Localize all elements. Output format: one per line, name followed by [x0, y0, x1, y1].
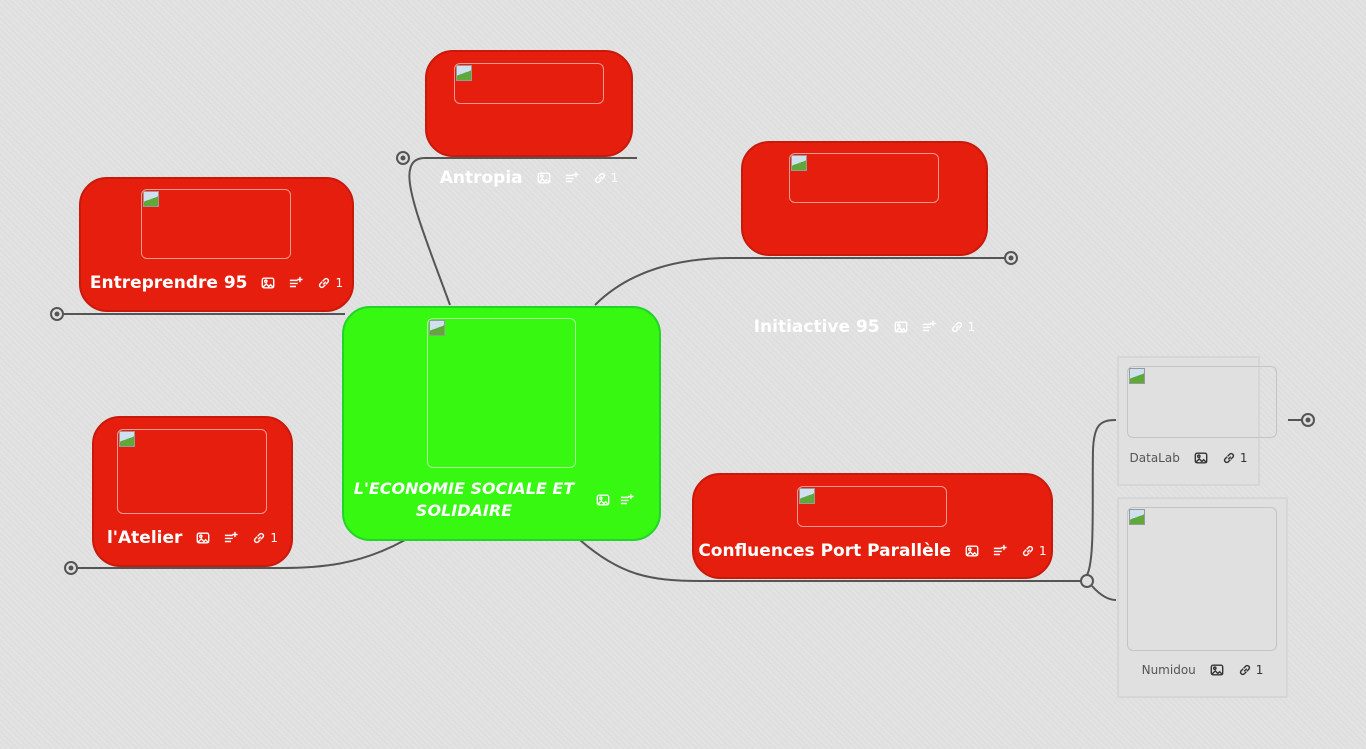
node-confluences-port-parallele[interactable]: Confluences Port Parallèle 1 — [692, 473, 1053, 579]
node-footer: l'Atelier 1 — [94, 528, 291, 548]
node-central-topic[interactable]: L'ECONOMIE SOCIALE ET SOLIDAIRE — [342, 306, 661, 541]
node-initiactive-95[interactable]: Initiactive 95 1 — [741, 141, 988, 337]
image-icon[interactable] — [1194, 451, 1208, 465]
collapse-toggle-confluences — [1080, 574, 1094, 588]
node-label[interactable]: L'ECONOMIE SOCIALE ET SOLIDAIRE — [353, 479, 575, 520]
node-footer: Initiactive 95 1 — [743, 317, 986, 337]
node-label[interactable]: Numidou — [1141, 663, 1196, 677]
node-l-atelier[interactable]: l'Atelier 1 — [92, 416, 293, 567]
image-icon[interactable] — [1210, 663, 1224, 677]
node-entreprendre-95[interactable]: Entreprendre 95 1 — [79, 177, 354, 312]
link-count: 1 — [270, 531, 279, 545]
link-icon[interactable]: 1 — [950, 320, 976, 334]
notes-icon[interactable] — [620, 493, 634, 507]
node-footer: L'ECONOMIE SOCIALE ET SOLIDAIRE — [344, 478, 659, 522]
notes-icon[interactable] — [922, 320, 936, 334]
node-label[interactable]: DataLab — [1129, 451, 1180, 465]
link-confluences — [579, 539, 1081, 582]
node-datalab[interactable]: DataLab 1 — [1117, 356, 1277, 486]
node-footer: Confluences Port Parallèle 1 — [694, 541, 1051, 561]
link-icon[interactable]: 1 — [593, 171, 619, 185]
node-footer: DataLab 1 — [1119, 451, 1258, 465]
link-datalab — [1086, 419, 1117, 576]
notes-icon[interactable] — [993, 544, 1007, 558]
node-footer: Antropia 1 — [427, 168, 631, 188]
link-count: 1 — [335, 276, 344, 290]
link-count: 1 — [1039, 544, 1047, 558]
node-image[interactable] — [117, 429, 267, 514]
image-icon[interactable] — [261, 276, 275, 290]
image-icon[interactable] — [196, 531, 210, 545]
node-image[interactable] — [141, 189, 291, 259]
link-icon[interactable]: 1 — [1222, 451, 1248, 465]
node-image[interactable] — [454, 63, 604, 104]
node-label[interactable]: Confluences Port Parallèle — [698, 541, 952, 561]
link-initiactive — [594, 257, 1005, 306]
link-icon[interactable]: 1 — [1021, 544, 1047, 558]
node-image[interactable] — [427, 318, 576, 468]
notes-icon[interactable] — [289, 276, 304, 290]
node-label[interactable]: Antropia — [439, 168, 523, 188]
link-count: 1 — [1255, 663, 1264, 677]
link-numidou — [1091, 585, 1117, 601]
node-image[interactable] — [1127, 507, 1277, 651]
image-icon[interactable] — [537, 171, 551, 185]
link-antropia — [408, 157, 637, 306]
link-count: 1 — [967, 320, 976, 334]
node-footer: Numidou 1 — [1119, 663, 1286, 677]
link-icon[interactable]: 1 — [252, 531, 278, 545]
node-label[interactable]: l'Atelier — [106, 528, 183, 548]
node-footer: Entreprendre 95 1 — [81, 273, 352, 293]
node-numidou[interactable]: Numidou 1 — [1117, 497, 1288, 698]
notes-icon[interactable] — [565, 171, 579, 185]
node-image[interactable] — [789, 153, 939, 203]
node-label[interactable]: Entreprendre 95 — [89, 273, 248, 293]
node-label[interactable]: Initiactive 95 — [753, 317, 880, 337]
link-count: 1 — [610, 171, 619, 185]
link-atelier — [77, 539, 406, 569]
node-image[interactable] — [1127, 366, 1277, 438]
node-image[interactable] — [797, 486, 947, 527]
image-icon[interactable] — [596, 493, 610, 507]
link-count: 1 — [1239, 451, 1248, 465]
node-antropia[interactable]: Antropia 1 — [425, 50, 633, 188]
notes-icon[interactable] — [224, 531, 238, 545]
link-icon[interactable]: 1 — [317, 276, 343, 290]
link-icon[interactable]: 1 — [1238, 663, 1264, 677]
image-icon[interactable] — [894, 320, 908, 334]
image-icon[interactable] — [965, 544, 979, 558]
